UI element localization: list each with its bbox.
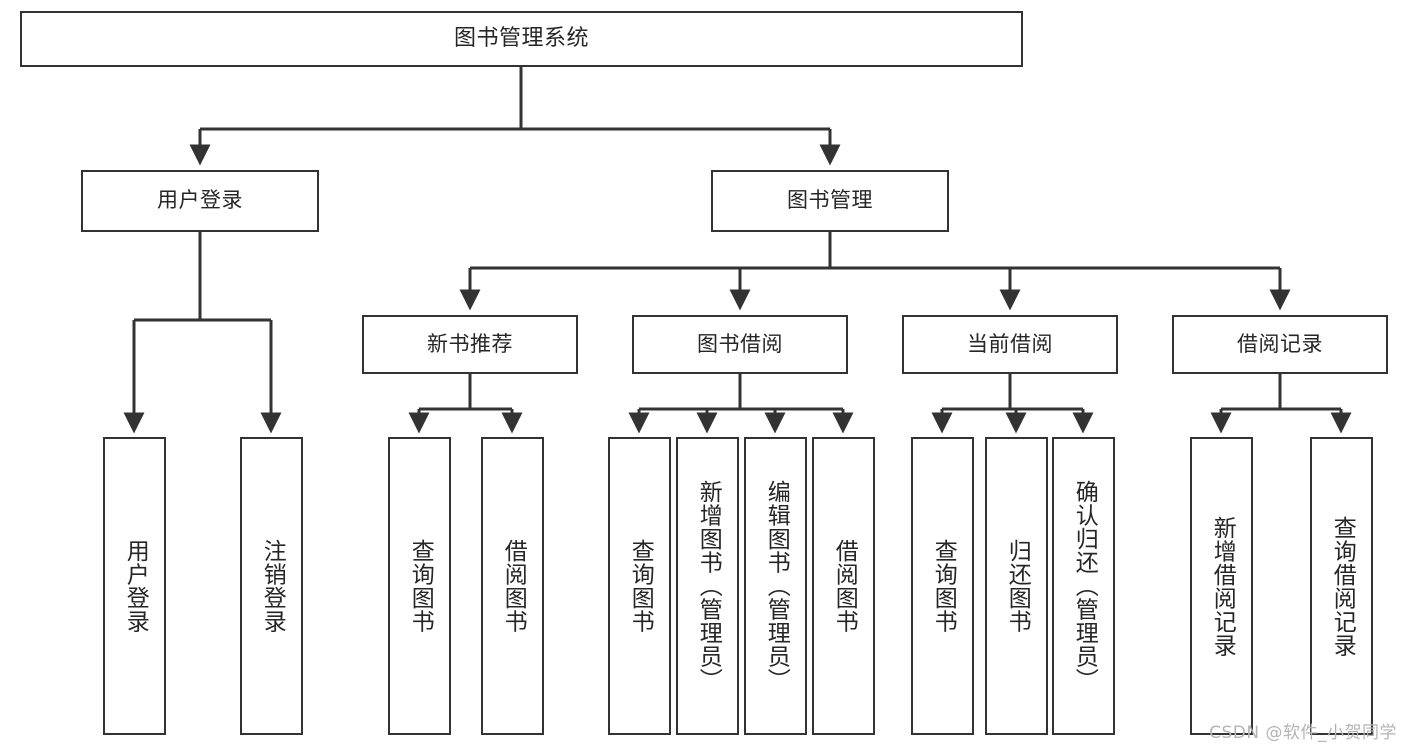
node-leaf-query-book-3-label: 查询图书	[930, 539, 957, 633]
node-root[interactable]: 图书管理系统	[20, 11, 1023, 67]
node-leaf-add-record-label: 新增借阅记录	[1209, 515, 1236, 657]
node-leaf-query-record[interactable]: 查询借阅记录	[1310, 437, 1373, 735]
node-book-manage-label: 图书管理	[787, 188, 873, 213]
node-leaf-edit-book[interactable]: 编辑图书（管理员）	[744, 437, 807, 735]
node-leaf-query-book-2[interactable]: 查询图书	[608, 437, 671, 735]
node-leaf-return-book-label: 归还图书	[1004, 539, 1031, 633]
node-borrow-record-label: 借阅记录	[1237, 331, 1323, 356]
node-book-borrow-label: 图书借阅	[697, 331, 783, 356]
node-leaf-query-book-3[interactable]: 查询图书	[911, 437, 974, 735]
node-leaf-return-book[interactable]: 归还图书	[985, 437, 1048, 735]
node-leaf-query-book-2-label: 查询图书	[627, 539, 654, 633]
node-leaf-user-login[interactable]: 用户登录	[103, 437, 166, 735]
node-leaf-confirm-return-label: 确认归还（管理员）	[1071, 480, 1098, 692]
node-new-book-rec-label: 新书推荐	[427, 331, 513, 356]
node-leaf-logout-label: 注销登录	[259, 539, 286, 633]
node-leaf-query-record-label: 查询借阅记录	[1329, 515, 1356, 657]
node-leaf-borrow-book-2-label: 借阅图书	[831, 539, 858, 633]
node-root-label: 图书管理系统	[453, 25, 589, 51]
node-leaf-add-book-label: 新增图书（管理员）	[695, 480, 722, 692]
node-leaf-add-record[interactable]: 新增借阅记录	[1190, 437, 1253, 735]
node-leaf-add-book[interactable]: 新增图书（管理员）	[676, 437, 739, 735]
node-leaf-borrow-book-2[interactable]: 借阅图书	[812, 437, 875, 735]
node-leaf-borrow-book-1-label: 借阅图书	[500, 539, 527, 633]
node-leaf-query-book-1-label: 查询图书	[407, 539, 434, 633]
node-book-manage[interactable]: 图书管理	[711, 170, 949, 232]
node-leaf-query-book-1[interactable]: 查询图书	[388, 437, 451, 735]
node-leaf-edit-book-label: 编辑图书（管理员）	[763, 480, 790, 692]
node-borrow-record[interactable]: 借阅记录	[1172, 315, 1388, 374]
node-user-login[interactable]: 用户登录	[81, 170, 319, 232]
node-user-login-label: 用户登录	[157, 188, 243, 213]
node-leaf-confirm-return[interactable]: 确认归还（管理员）	[1052, 437, 1115, 735]
watermark-text: CSDN @软件_小贺同学	[1209, 723, 1397, 743]
node-current-borrow-label: 当前借阅	[967, 331, 1053, 356]
node-current-borrow[interactable]: 当前借阅	[902, 315, 1118, 374]
node-leaf-user-login-label: 用户登录	[122, 539, 149, 633]
node-leaf-borrow-book-1[interactable]: 借阅图书	[481, 437, 544, 735]
node-book-borrow[interactable]: 图书借阅	[632, 315, 848, 374]
node-new-book-rec[interactable]: 新书推荐	[362, 315, 578, 374]
node-leaf-logout[interactable]: 注销登录	[240, 437, 303, 735]
